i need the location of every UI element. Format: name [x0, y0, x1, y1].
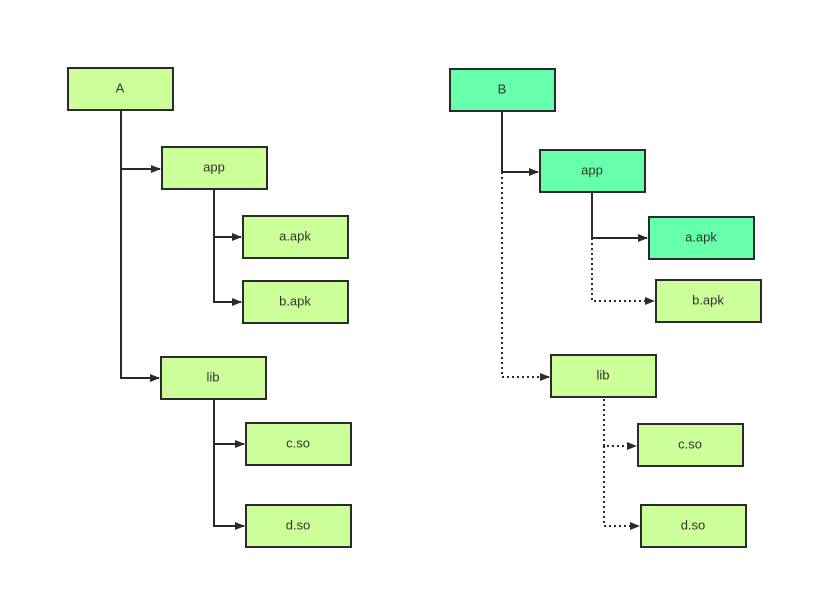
- node-a-app: app: [161, 146, 268, 190]
- connector-b-to-lib-dotted: [501, 172, 550, 381]
- node-b-c-so: c.so: [637, 423, 744, 467]
- node-b-b-apk-label: b.apk: [692, 292, 724, 307]
- node-b-c-so-label: c.so: [678, 436, 702, 451]
- node-a-app-label: app: [203, 159, 225, 174]
- node-b-lib: lib: [550, 354, 657, 398]
- connector-lib-to-c-so-b-dotted: [603, 399, 637, 450]
- connector-app-to-b-apk-b-dotted: [591, 238, 655, 305]
- node-a-c-so-label: c.so: [286, 435, 310, 450]
- node-b-app: app: [539, 149, 646, 193]
- connector-app-to-a-apk-b: [591, 193, 648, 242]
- node-a-d-so-label: d.so: [286, 517, 311, 532]
- connector-app-to-b-apk: [213, 237, 242, 306]
- connector-a-to-app: [120, 111, 161, 173]
- tree-a-connectors: [120, 111, 245, 530]
- node-a-a-apk-label: a.apk: [279, 228, 311, 243]
- node-b-d-so-label: d.so: [681, 517, 706, 532]
- tree-b: B app a.apk b.apk lib c.so d.so: [449, 68, 762, 548]
- node-b-d-so: d.so: [640, 504, 747, 548]
- connector-app-to-a-apk: [213, 190, 242, 241]
- node-a-d-so: d.so: [245, 504, 352, 548]
- connector-a-to-lib: [120, 169, 160, 382]
- node-b-app-label: app: [581, 162, 603, 177]
- connector-lib-to-c-so: [213, 400, 245, 448]
- node-b-root: B: [449, 68, 556, 112]
- node-b-b-apk: b.apk: [655, 279, 762, 323]
- node-b-root-label: B: [498, 81, 507, 96]
- node-a-root: A: [67, 67, 174, 111]
- node-b-a-apk-label: a.apk: [685, 229, 717, 244]
- node-a-lib: lib: [160, 356, 267, 400]
- node-a-lib-label: lib: [206, 369, 219, 384]
- node-a-b-apk-label: b.apk: [279, 293, 311, 308]
- node-a-root-label: A: [116, 80, 125, 95]
- tree-a: A app a.apk b.apk lib c.so d.so: [67, 67, 352, 548]
- node-a-b-apk: b.apk: [242, 280, 349, 324]
- connector-lib-to-d-so: [213, 444, 245, 530]
- node-b-a-apk: a.apk: [648, 216, 755, 260]
- node-a-c-so: c.so: [245, 422, 352, 466]
- connector-lib-to-d-so-b-dotted: [603, 446, 640, 530]
- connector-b-to-app: [501, 112, 539, 176]
- node-b-lib-label: lib: [596, 367, 609, 382]
- node-a-a-apk: a.apk: [242, 215, 349, 259]
- tree-b-connectors: [501, 112, 655, 530]
